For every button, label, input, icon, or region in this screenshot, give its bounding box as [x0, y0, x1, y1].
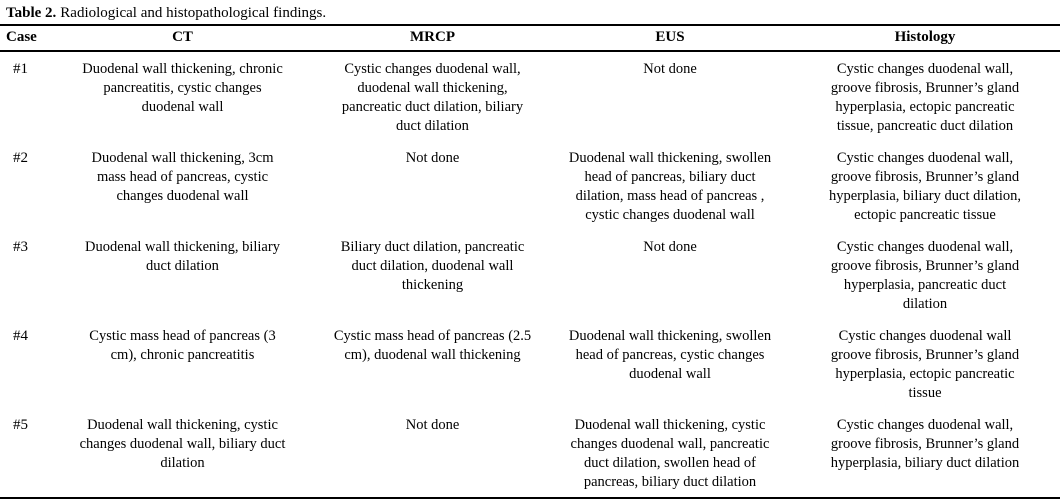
cell-histology-3: Cystic changes duodenal wall, groove fib…	[830, 239, 1020, 312]
cell-histology-4: Cystic changes duodenal wall groove fibr…	[830, 328, 1020, 401]
cell-ct-3: Duodenal wall thickening, biliary duct d…	[85, 239, 280, 274]
findings-table: Case CT MRCP EUS Histology #1 Duodenal w…	[0, 24, 1060, 499]
cell-ct-2: Duodenal wall thickening, 3cm mass head …	[91, 150, 274, 204]
table-caption: Table 2.Radiological and histopathologic…	[0, 0, 1060, 24]
column-header-mrcp: MRCP	[315, 25, 550, 52]
cell-mrcp-5: Not done	[405, 417, 460, 433]
cell-ct-5: Duodenal wall thickening, cystic changes…	[79, 417, 286, 471]
cell-case-3: #3	[13, 239, 28, 255]
cell-eus-4: Duodenal wall thickening, swollen head o…	[568, 328, 772, 382]
table-row: #5 Duodenal wall thickening, cystic chan…	[0, 408, 1060, 498]
column-header-case: Case	[0, 25, 50, 52]
column-header-eus: EUS	[550, 25, 790, 52]
cell-eus-2: Duodenal wall thickening, swollen head o…	[568, 150, 772, 223]
cell-mrcp-4: Cystic mass head of pancreas (2.5 cm), d…	[333, 328, 532, 363]
table-row: #1 Duodenal wall thickening, chronic pan…	[0, 51, 1060, 141]
table-header-row: Case CT MRCP EUS Histology	[0, 25, 1060, 52]
cell-mrcp-3: Biliary duct dilation, pancreatic duct d…	[340, 239, 525, 293]
column-header-ct: CT	[50, 25, 315, 52]
column-header-histology: Histology	[790, 25, 1060, 52]
table-caption-text: Radiological and histopathological findi…	[60, 5, 327, 21]
table-row: #3 Duodenal wall thickening, biliary duc…	[0, 230, 1060, 319]
cell-histology-5: Cystic changes duodenal wall, groove fib…	[830, 417, 1020, 471]
cell-histology-1: Cystic changes duodenal wall, groove fib…	[830, 61, 1020, 134]
table-row: #4 Cystic mass head of pancreas (3 cm), …	[0, 319, 1060, 408]
cell-case-2: #2	[13, 150, 28, 166]
cell-case-5: #5	[13, 417, 28, 433]
cell-eus-5: Duodenal wall thickening, cystic changes…	[570, 417, 770, 490]
cell-ct-4: Cystic mass head of pancreas (3 cm), chr…	[89, 328, 276, 363]
cell-ct-1: Duodenal wall thickening, chronic pancre…	[82, 61, 283, 115]
cell-eus-1: Not done	[643, 61, 697, 77]
cell-mrcp-1: Cystic changes duodenal wall, duodenal w…	[341, 61, 524, 134]
cell-case-4: #4	[13, 328, 28, 344]
table-caption-label: Table 2.	[6, 5, 57, 21]
cell-eus-3: Not done	[643, 239, 697, 255]
cell-case-1: #1	[13, 61, 28, 77]
cell-mrcp-2: Not done	[405, 150, 460, 166]
cell-histology-2: Cystic changes duodenal wall, groove fib…	[828, 150, 1022, 223]
table-row: #2 Duodenal wall thickening, 3cm mass he…	[0, 141, 1060, 230]
